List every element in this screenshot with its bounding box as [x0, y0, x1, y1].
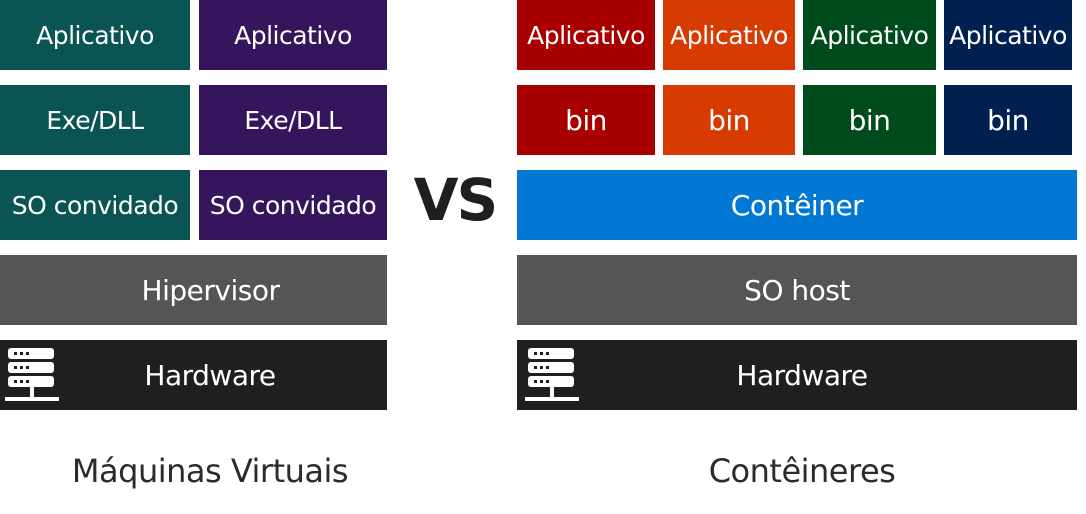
- container-bin-label-3: bin: [848, 103, 891, 137]
- container-bin-label-2: bin: [708, 103, 750, 137]
- vm-hardware-label: Hardware: [144, 358, 276, 392]
- container-app-label-3: Aplicativo: [810, 20, 929, 50]
- vm-exe-label-1: Exe/DLL: [46, 105, 144, 135]
- container-app-label-1: Aplicativo: [527, 20, 645, 50]
- vm-hypervisor-label: Hipervisor: [141, 273, 280, 307]
- vm-exe-block-1: Exe/DLL: [0, 85, 190, 155]
- container-bin-block-2: bin: [663, 85, 795, 155]
- server-icon: [5, 348, 59, 401]
- container-engine-block: Contêiner: [517, 170, 1077, 240]
- vm-hypervisor-block: Hipervisor: [0, 255, 387, 325]
- container-app-block-1: Aplicativo: [517, 0, 655, 70]
- vm-exe-label-2: Exe/DLL: [244, 105, 342, 135]
- server-icon: [525, 348, 579, 401]
- container-caption: Contêineres: [708, 452, 896, 490]
- container-hardware-label: Hardware: [736, 358, 868, 392]
- container-bin-block-4: bin: [944, 85, 1072, 155]
- host-os-label: SO host: [744, 273, 850, 307]
- host-os-block: SO host: [517, 255, 1077, 325]
- vs-label: VS: [413, 166, 499, 234]
- vm-caption: Máquinas Virtuais: [71, 452, 349, 490]
- vm-exe-block-2: Exe/DLL: [199, 85, 387, 155]
- vm-app-label-1: Aplicativo: [36, 20, 154, 50]
- container-app-label-4: Aplicativo: [949, 20, 1067, 50]
- vm-app-label-2: Aplicativo: [234, 20, 352, 50]
- vm-hardware-block: [0, 340, 387, 410]
- vm-app-block-2: Aplicativo: [199, 0, 387, 70]
- container-engine-label: Contêiner: [730, 188, 864, 222]
- container-app-block-4: Aplicativo: [944, 0, 1072, 70]
- vm-guest-os-block-1: SO convidado: [0, 170, 190, 240]
- vm-guest-os-label-1: SO convidado: [11, 190, 179, 220]
- container-hardware-block: [517, 340, 1077, 410]
- vm-guest-os-label-2: SO convidado: [209, 190, 377, 220]
- container-app-block-3: Aplicativo: [803, 0, 936, 70]
- container-bin-label-1: bin: [565, 103, 607, 137]
- vm-guest-os-block-2: SO convidado: [199, 170, 387, 240]
- container-app-block-2: Aplicativo: [663, 0, 795, 70]
- container-bin-block-1: bin: [517, 85, 655, 155]
- vm-app-block-1: Aplicativo: [0, 0, 190, 70]
- container-bin-block-3: bin: [803, 85, 936, 155]
- container-bin-label-4: bin: [987, 103, 1029, 137]
- container-app-label-2: Aplicativo: [670, 20, 788, 50]
